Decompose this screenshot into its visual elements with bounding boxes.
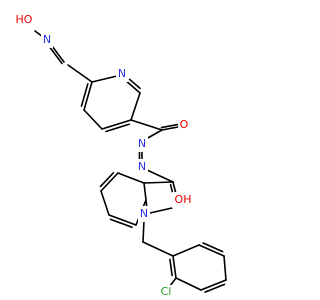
bond-ph5-ph6 <box>198 244 225 257</box>
bond-c5-c6 <box>83 81 93 111</box>
hydroxyl-o-label: HO <box>16 13 33 26</box>
bond-c3i-c2i-inner <box>169 183 174 194</box>
bond-c-c6 <box>67 64 93 83</box>
bond-ph6-ph1 <box>172 244 200 257</box>
bond-n1-c2 <box>124 79 141 94</box>
bond-ph4-ph5 <box>223 255 227 281</box>
bond-c5-c6-inner <box>80 83 89 107</box>
bond-c6-n1 <box>91 75 118 83</box>
bond-b2-b3 <box>100 190 110 216</box>
bond-c3i-c3a <box>143 181 174 184</box>
bond-ph5-ph6-inner <box>202 242 224 253</box>
bond-c3-ccarb <box>130 119 163 131</box>
bond-c3a-c7a <box>143 182 147 201</box>
bond-b1-b2 <box>100 172 119 192</box>
bond-ph1-ph2-inner <box>169 258 173 277</box>
bond-n-ch2 <box>142 219 145 243</box>
indole-n-label: N <box>140 207 148 220</box>
bonds-layer <box>34 30 227 293</box>
bond-n-c-oxime <box>51 45 65 63</box>
bond-c-o-inner <box>160 123 179 129</box>
molecule-structure-diagram: HO N N O N N OH N Cl <box>13 12 227 300</box>
azo-n1-label: N <box>138 137 146 150</box>
bond-b3-b4-inner <box>109 218 133 229</box>
bond-c4-c5 <box>83 109 103 130</box>
oxime-n-label: N <box>43 33 51 46</box>
atom-labels-layer: HO N N O N N OH N Cl <box>13 12 194 300</box>
bond-c2-c3 <box>130 92 141 121</box>
bond-c-o <box>161 126 179 131</box>
bond-b3-b4 <box>108 214 137 226</box>
bond-nb-c3i <box>146 169 174 183</box>
bond-ph1-ph2 <box>172 255 177 279</box>
bond-ph3-ph4 <box>200 279 227 291</box>
bond-ch2-ph1 <box>142 241 174 257</box>
bond-b1-b2-inner <box>99 171 115 188</box>
enol-oh-label: OH <box>175 193 192 206</box>
bond-c2i-n <box>149 207 173 214</box>
bond-c3-c4-inner <box>105 123 130 133</box>
bond-ph2-cl <box>169 277 177 287</box>
carbonyl-o-label: O <box>180 118 189 131</box>
bond-c3-c4 <box>101 119 132 130</box>
bond-ph2-ph3 <box>175 277 202 291</box>
bond-ccarb-na <box>145 129 163 140</box>
chlorine-label: Cl <box>161 285 172 298</box>
bond-n1-c2-inner <box>128 78 141 90</box>
bond-n-c-oxime-inner <box>49 46 63 65</box>
pyridine-n-label: N <box>118 67 126 80</box>
bond-c3a-b1 <box>117 172 145 184</box>
bond-ph3-ph4-inner <box>204 283 226 293</box>
azo-n2-label: N <box>138 160 146 173</box>
